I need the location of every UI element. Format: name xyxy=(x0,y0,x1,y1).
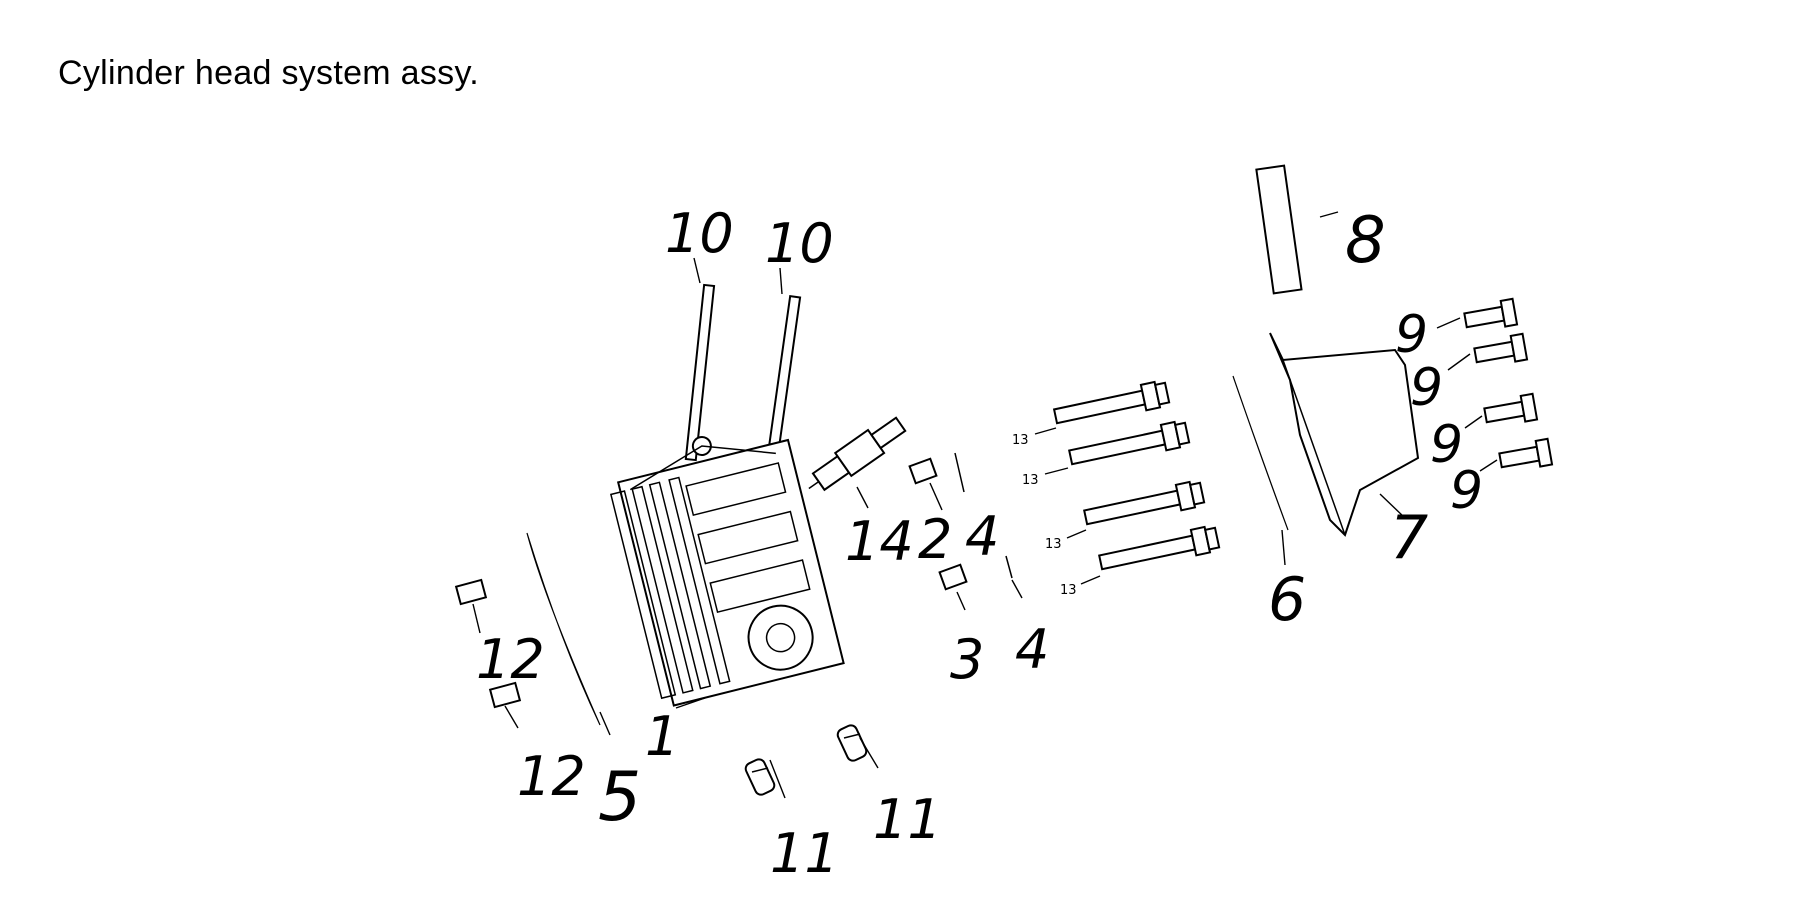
cap-part-12-lower xyxy=(488,681,522,709)
bolt-part-9-b xyxy=(1473,332,1529,364)
label-part-5: 5 xyxy=(598,758,641,837)
bolt-part-13-a xyxy=(1052,380,1171,425)
gasket-part-7 xyxy=(1232,375,1289,531)
label-part-2: 2 xyxy=(918,508,952,571)
pin-part-4-lower xyxy=(1005,555,1013,579)
bolt-part-13-d xyxy=(1098,525,1221,571)
label-part-13-b: 13 xyxy=(1022,473,1039,488)
cap-part-2 xyxy=(908,457,938,485)
pin-part-4-upper xyxy=(954,452,965,493)
label-part-14: 14 xyxy=(845,510,914,573)
cover-part-6 xyxy=(1269,332,1420,537)
bolt-part-9-a xyxy=(1463,297,1519,329)
label-part-4-lower: 4 xyxy=(1015,618,1049,681)
stud-part-10-left xyxy=(684,283,716,462)
label-part-9-d: 9 xyxy=(1450,461,1483,521)
label-part-9-c: 9 xyxy=(1430,415,1463,475)
stud-part-11-left xyxy=(744,758,776,796)
label-part-4-upper: 4 xyxy=(965,505,999,568)
label-part-1: 1 xyxy=(645,705,679,768)
stud-part-10-right xyxy=(766,294,802,458)
label-part-11-right: 11 xyxy=(873,788,942,851)
bolt-part-13-b xyxy=(1068,420,1191,466)
label-part-10-right: 10 xyxy=(765,212,834,275)
bolt-part-9-d xyxy=(1498,437,1554,469)
label-part-10-left: 10 xyxy=(665,202,734,265)
diagram-title: Cylinder head system assy. xyxy=(58,54,479,92)
gasket-part-5 xyxy=(526,532,601,726)
label-part-8: 8 xyxy=(1345,204,1386,278)
spark-plug-part-14 xyxy=(808,416,907,492)
bolt-part-9-c xyxy=(1483,392,1539,424)
cylinder-head-part-1 xyxy=(609,435,845,707)
label-part-13-c: 13 xyxy=(1045,537,1062,552)
label-part-13-d: 13 xyxy=(1060,583,1077,598)
label-part-7: 6 xyxy=(1268,565,1306,635)
label-part-9-b: 9 xyxy=(1410,358,1443,418)
label-part-12-lower: 12 xyxy=(517,745,586,808)
label-part-6: 7 xyxy=(1390,503,1428,573)
callout-labels: 10 10 1 14 2 4 3 4 5 12 12 11 11 6 7 8 9… xyxy=(476,202,1483,885)
label-part-13-a: 13 xyxy=(1012,433,1029,448)
leader-lines xyxy=(472,211,1498,799)
bolt-part-13-c xyxy=(1083,480,1206,526)
label-part-3: 3 xyxy=(950,628,984,691)
label-part-12-upper: 12 xyxy=(476,628,545,691)
cap-part-12-upper xyxy=(454,578,488,606)
label-part-11-left: 11 xyxy=(770,822,839,885)
label-part-9-a: 9 xyxy=(1395,305,1428,365)
strip-part-8 xyxy=(1255,164,1303,295)
cap-part-3 xyxy=(938,563,968,591)
